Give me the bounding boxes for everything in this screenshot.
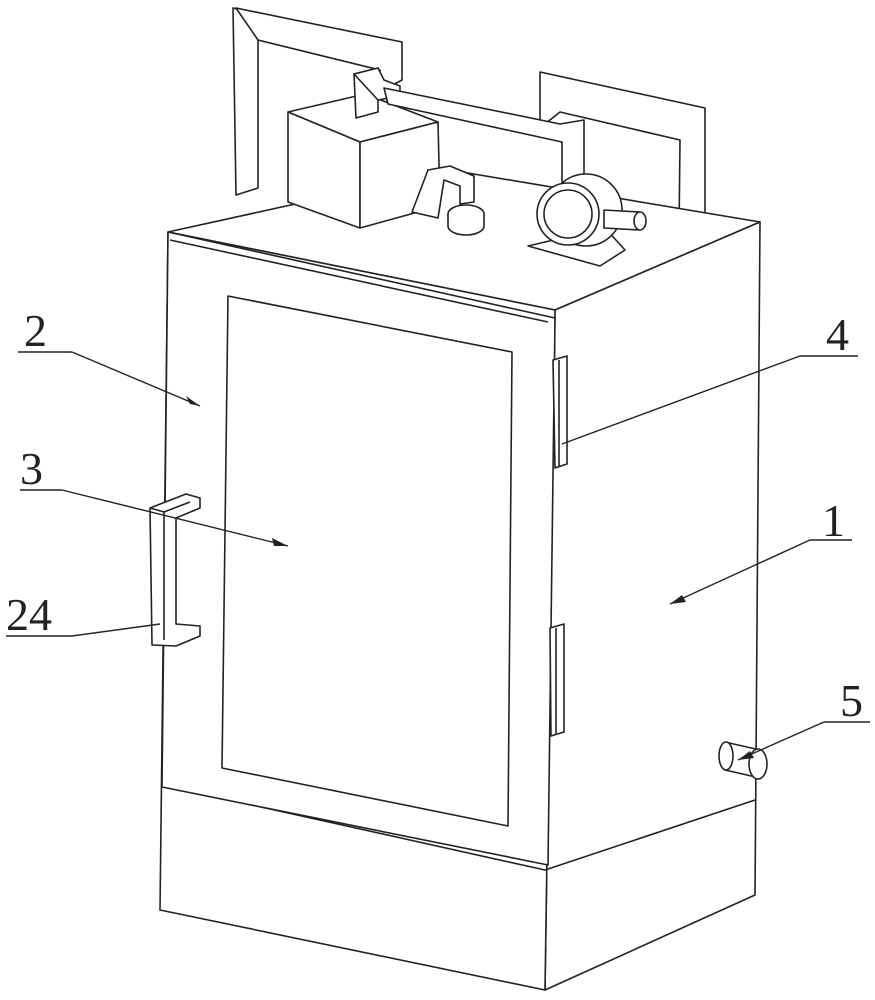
hinge-upper [553,356,567,468]
label-4: 4 [826,309,849,360]
label-2: 2 [24,305,47,356]
label-3: 3 [20,443,43,494]
leader-24 [72,624,160,636]
label-24: 24 [6,589,52,640]
window-pane [222,296,512,826]
hinge-lower [550,624,564,736]
label-5: 5 [840,675,863,726]
label-1: 1 [822,495,845,546]
